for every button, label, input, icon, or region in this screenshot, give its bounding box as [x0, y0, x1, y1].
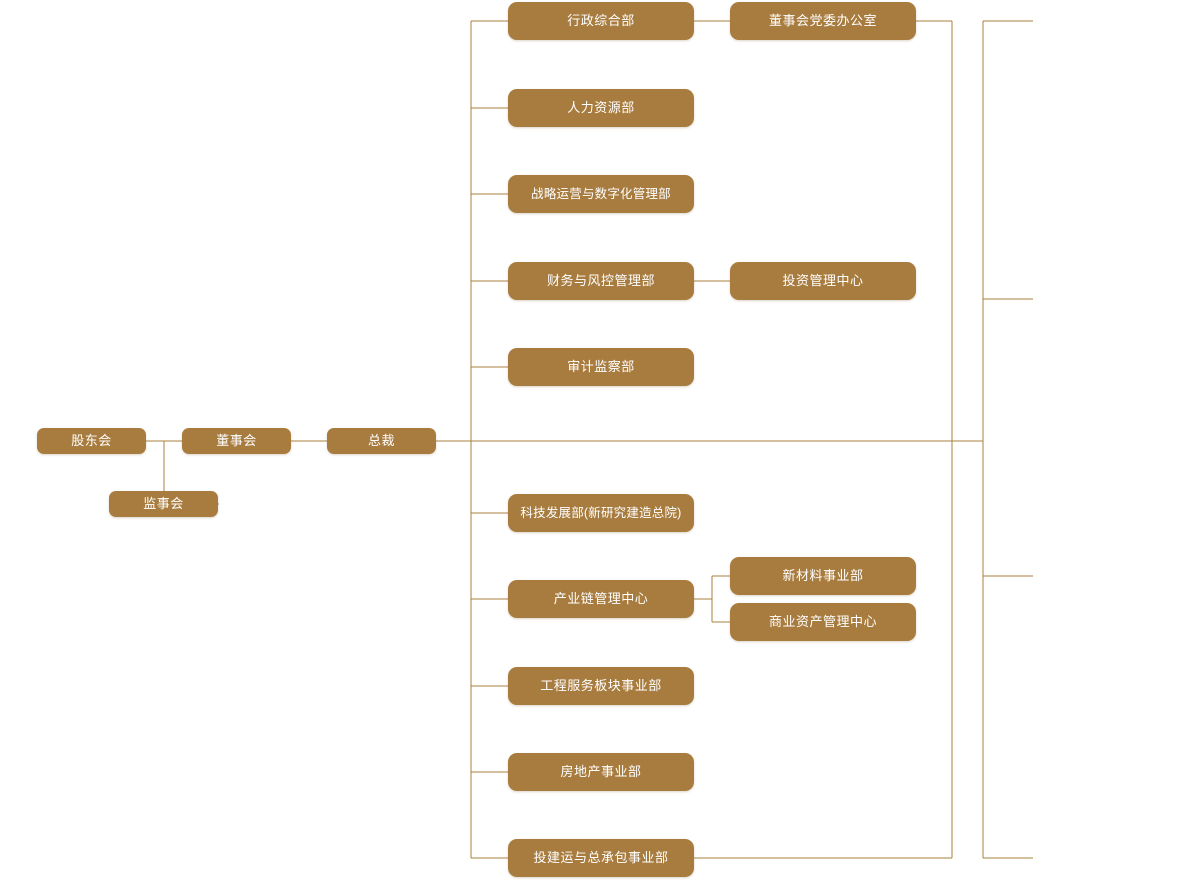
- node-label: 科技发展部(新研究建造总院): [520, 505, 682, 520]
- node-strategy-digital-department[interactable]: 战略运营与数字化管理部: [508, 175, 694, 213]
- node-label: 产业链管理中心: [553, 590, 649, 606]
- node-label: 董事会党委办公室: [768, 12, 877, 28]
- node-supervisory-board[interactable]: 监事会: [109, 491, 218, 517]
- node-new-materials-division[interactable]: 新材料事业部: [730, 557, 916, 595]
- node-label: 工程服务板块事业部: [540, 677, 662, 693]
- node-label: 总裁: [367, 432, 395, 448]
- node-label: 人力资源部: [567, 99, 635, 115]
- node-label: 房地产事业部: [560, 763, 642, 779]
- node-president[interactable]: 总裁: [327, 428, 436, 454]
- node-label: 监事会: [143, 495, 184, 511]
- node-commercial-asset-management-center[interactable]: 商业资产管理中心: [730, 603, 916, 641]
- node-board-party-committee-office[interactable]: 董事会党委办公室: [730, 2, 916, 40]
- node-label: 新材料事业部: [782, 567, 864, 583]
- node-label: 商业资产管理中心: [768, 613, 877, 629]
- node-board-of-directors[interactable]: 董事会: [182, 428, 291, 454]
- node-hr-department[interactable]: 人力资源部: [508, 89, 694, 127]
- node-label: 审计监察部: [567, 358, 635, 374]
- node-finance-risk-department[interactable]: 财务与风控管理部: [508, 262, 694, 300]
- node-label: 股东会: [71, 432, 112, 448]
- node-label: 战略运营与数字化管理部: [531, 186, 671, 201]
- node-label: 投建运与总承包事业部: [533, 849, 669, 865]
- node-engineering-service-division[interactable]: 工程服务板块事业部: [508, 667, 694, 705]
- node-invest-build-epc-division[interactable]: 投建运与总承包事业部: [508, 839, 694, 877]
- node-label: 投资管理中心: [782, 272, 864, 288]
- node-label: 行政综合部: [567, 12, 635, 28]
- node-shareholders-meeting[interactable]: 股东会: [37, 428, 146, 454]
- node-audit-supervision-department[interactable]: 审计监察部: [508, 348, 694, 386]
- node-tech-development-department[interactable]: 科技发展部(新研究建造总院): [508, 494, 694, 532]
- node-label: 财务与风控管理部: [546, 272, 655, 288]
- node-industry-chain-center[interactable]: 产业链管理中心: [508, 580, 694, 618]
- node-admin-department[interactable]: 行政综合部: [508, 2, 694, 40]
- node-investment-management-center[interactable]: 投资管理中心: [730, 262, 916, 300]
- node-label: 董事会: [216, 432, 257, 448]
- node-real-estate-division[interactable]: 房地产事业部: [508, 753, 694, 791]
